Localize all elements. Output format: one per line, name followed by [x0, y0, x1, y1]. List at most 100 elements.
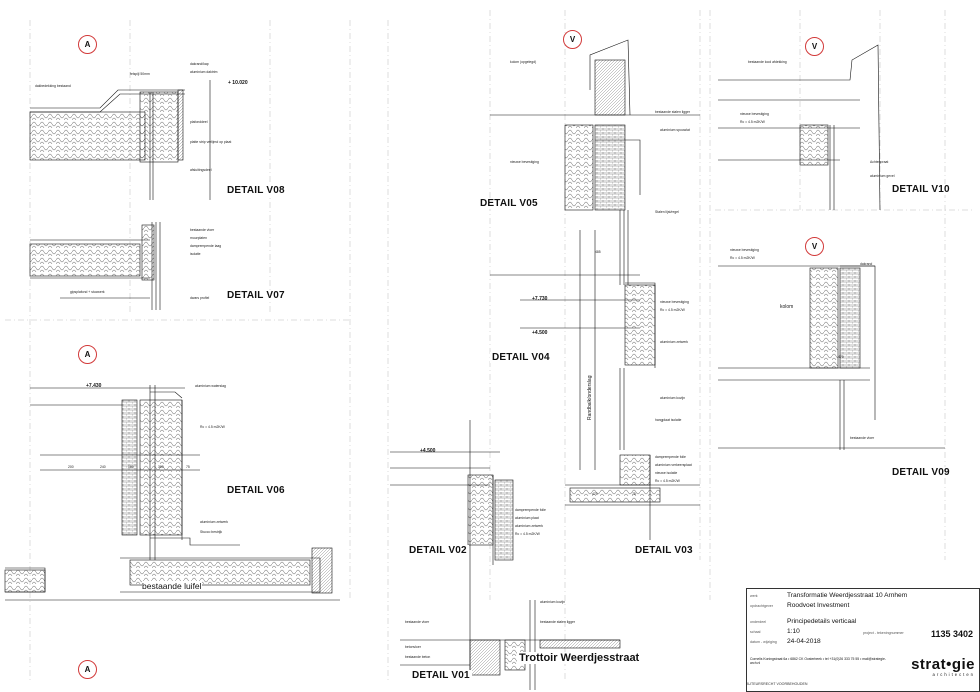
detail-label-v06: DETAIL V06: [225, 485, 287, 496]
note-v09: dakrand: [860, 262, 873, 266]
detail-v09-drawing: [718, 265, 945, 450]
guide-lines: [5, 10, 975, 680]
section-bubble-v: V: [805, 37, 824, 56]
luifel-label: bestaande luifel: [142, 581, 202, 591]
note-v08: aluminium daktrim: [190, 70, 218, 74]
note-v06: Rc = 4.5 m2K/W: [200, 425, 225, 429]
note-v06: aluminium waterslag: [195, 384, 226, 388]
detail-label-v03: DETAIL V03: [633, 545, 695, 556]
detail-label-v10: DETAIL V10: [890, 184, 952, 195]
level-v08: + 10.020: [228, 80, 248, 86]
detail-label-v08: DETAIL V08: [225, 185, 287, 196]
dimension: 240: [100, 465, 106, 469]
note-v09: nieuwe bevestiging: [730, 248, 759, 252]
office-address: Cornelis Koningstraat 6a • 6862 CK Ooste…: [750, 657, 887, 665]
randbalk-label: Randbalk/onderslag: [587, 375, 593, 420]
dimension: 75: [186, 465, 190, 469]
datum-label: datum - wijziging: [750, 640, 777, 644]
note-v07: gipsplafond + stucwerk: [70, 290, 105, 294]
note-v02: aluminium plaat: [515, 516, 539, 520]
dimension: 470: [838, 355, 844, 359]
schaal-label: schaal: [750, 630, 761, 634]
dimension: 300: [158, 465, 164, 469]
section-bubble-a: A: [78, 35, 97, 54]
section-bubble-v: V: [805, 237, 824, 256]
scale-value: 1:10: [787, 628, 800, 635]
strategie-logo: strat•gie architecten: [911, 657, 975, 677]
note-v08: dakrand/kap: [190, 62, 209, 66]
note-v01: bestaande vloer: [405, 620, 430, 624]
note-v07: muurplaten: [190, 236, 207, 240]
copyright-footer: AUTEURSRECHT VOORBEHOUDEN: [746, 682, 808, 686]
drawing-part: Principedetails verticaal: [787, 618, 857, 625]
note-v05: Stalen lijst/regel: [655, 210, 679, 214]
street-label: Trottoir Weerdjesstraat: [517, 652, 642, 664]
note-v03: aluminium verkeersplaat: [655, 463, 692, 467]
note-v08: plafonddeel: [190, 120, 208, 124]
detail-label-v04: DETAIL V04: [490, 352, 552, 363]
project-name: Transformatie Weerdjesstraat 10 Arnhem: [787, 592, 908, 599]
note-v07: damprempende laag: [190, 244, 222, 248]
detail-label-v01: DETAIL V01: [410, 670, 472, 681]
kolom-label: kolom: [780, 304, 794, 310]
dimension: 75: [632, 492, 636, 496]
detail-label-v02: DETAIL V02: [407, 545, 469, 556]
note-v08: dakbedekking bestaand: [35, 84, 71, 88]
dimension: 200: [68, 465, 74, 469]
detail-v03-drawing: [565, 454, 700, 540]
note-v09: Rc = 4.5 m2K/W: [730, 256, 755, 260]
note-v10: Rc = 4.5 m2K/W: [740, 120, 765, 124]
logo-subtitle: architecten: [932, 672, 975, 677]
title-block: werk Transformatie Weerdjesstraat 10 Arn…: [746, 588, 980, 692]
date-value: 24-04-2018: [787, 638, 821, 645]
opdrachtgever-label: opdrachtgever: [750, 604, 773, 608]
note-v01: bestaande stalen ligger: [540, 620, 576, 624]
project-number: 1135 3402: [930, 629, 973, 639]
werk-label: werk: [750, 594, 758, 598]
note-v01: aluminium kozijn: [540, 600, 566, 604]
note-v01: betonvloer: [405, 645, 421, 649]
note-v08: platte strip verlijmd op plaat: [190, 140, 232, 144]
detail-v06-drawing: [4, 385, 340, 601]
note-v04: aluminium zetwerk: [660, 340, 689, 344]
detail-v05-v04-drawing: [490, 39, 700, 470]
note-v07: isolatie: [190, 252, 201, 256]
note-v05: bestaande stalen ligger: [655, 110, 691, 114]
detail-v08-drawing: [29, 80, 211, 200]
dimension: 180: [128, 465, 134, 469]
note-v10: aluminium gevel: [870, 174, 895, 178]
note-v02: Rc = 4.5 m2K/W: [515, 532, 540, 536]
note-v06: Stucco bestrijk: [200, 530, 223, 534]
note-v05: nieuwe bevestiging: [510, 160, 539, 164]
note-v09: bestaande vloer: [850, 436, 875, 440]
note-v04: nieuwe bevestiging: [660, 300, 689, 304]
note-v07: bestaande vloer: [190, 228, 215, 232]
logo-wordmark: strat•gie: [911, 656, 975, 673]
detail-label-v05: DETAIL V05: [478, 198, 540, 209]
note-v05: kolom (opgelegd): [510, 60, 537, 64]
note-v02: damprempende folie: [515, 508, 546, 512]
note-v04: Rc = 4.5 m2K/W: [660, 308, 685, 312]
note-v08: afsluitingsdeel: [190, 168, 212, 172]
note-v10: Achtenpraat: [870, 160, 889, 164]
detail-v02-drawing: [390, 420, 514, 680]
note-v03: Rc = 4.5 m2K/W: [655, 479, 680, 483]
note-v01: bestaande beton: [405, 655, 431, 659]
detail-label-v07: DETAIL V07: [225, 290, 287, 301]
detail-label-v09: DETAIL V09: [890, 467, 952, 478]
project-number-label: project - tekeningnummer: [863, 631, 904, 635]
note-v07: dwars profiel: [190, 296, 210, 300]
section-bubble-a: A: [78, 660, 97, 679]
note-v10: bestaande lood afdekking: [748, 60, 787, 64]
section-bubble-a: A: [78, 345, 97, 364]
note-v02: aluminium zetwerk: [515, 524, 544, 528]
note-v03: nieuwe isolatie: [655, 471, 678, 475]
level-v06: +7.430: [86, 383, 102, 389]
level-v04b: +4.500: [532, 330, 548, 336]
note-v05: aluminium spouwlat: [660, 128, 690, 132]
note-v04: hangplaat isolatie: [655, 418, 682, 422]
detail-v07-drawing: [29, 222, 161, 310]
dimension: 485: [595, 250, 601, 254]
section-bubble-v: V: [563, 30, 582, 49]
